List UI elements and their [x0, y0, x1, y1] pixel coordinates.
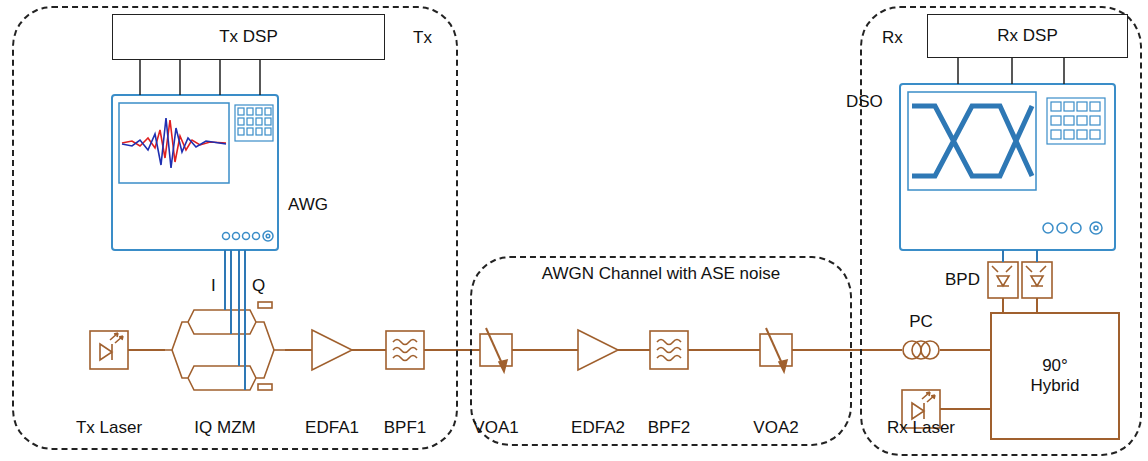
voa1-symbol	[480, 328, 512, 372]
optical-fiber	[688, 349, 760, 351]
optical-fiber	[352, 349, 386, 351]
awg-instrument	[112, 95, 278, 250]
iq-mzm-symbol	[165, 302, 285, 390]
box-label: 90° Hybrid	[1019, 356, 1091, 396]
optical-fiber	[1003, 298, 1037, 312]
component-label: BPD	[945, 270, 980, 290]
polarization-controller: PC	[902, 338, 940, 362]
attenuator: VOA1	[480, 334, 512, 366]
electrical-wire	[140, 60, 260, 95]
optical-fiber	[940, 349, 990, 351]
oscilloscope: DSO	[900, 84, 1115, 250]
electrical-wire	[1003, 250, 1037, 262]
edfa1-symbol	[312, 330, 352, 370]
edfa2-symbol	[578, 330, 618, 370]
component-label: VOA1	[473, 418, 518, 438]
optical-hybrid: 90° Hybrid	[990, 312, 1120, 440]
bpf2-symbol	[650, 331, 688, 369]
component-label: EDFA2	[571, 418, 625, 438]
photodetector: BPD	[988, 262, 1052, 298]
optical-components	[90, 262, 1052, 428]
component-label: Rx Laser	[887, 418, 955, 438]
optical-fiber	[940, 408, 990, 410]
component-label: Tx Laser	[76, 418, 142, 438]
iq-modulator: IQ MZM	[165, 300, 285, 400]
signal-name: Q	[252, 276, 265, 296]
tx-laser-symbol	[90, 331, 128, 369]
component-label: AWG	[288, 195, 328, 215]
dsp-box: Tx DSP	[112, 14, 385, 60]
bandpass-filter: BPF1	[386, 331, 424, 369]
electrical-wire	[958, 58, 1064, 84]
component-label: VOA2	[753, 418, 798, 438]
component-label: EDFA1	[305, 418, 359, 438]
component-label: BPF1	[384, 418, 427, 438]
optical-fiber	[618, 349, 650, 351]
bandpass-filter: BPF2	[650, 331, 688, 369]
polarization-controller-symbol	[903, 341, 939, 359]
amplifier: EDFA1	[312, 330, 352, 370]
awg-instrument: AWG	[112, 95, 278, 250]
rx-group: Rx Rx DSP DSO BPD PC 90° Hybrid Rx Laser	[860, 6, 1142, 456]
bpf1-symbol	[386, 331, 424, 369]
component-label: DSO	[846, 92, 883, 112]
signal-name: I	[211, 276, 216, 296]
optical-fiber	[792, 349, 902, 351]
tx-group: TxTx DSPAWGTx LaserIQ MZMEDFA1BPF1	[12, 6, 458, 450]
box-label: Rx DSP	[997, 26, 1057, 46]
electrical-wire	[225, 250, 245, 390]
channel-group: AWGN Channel with ASE noiseVOA1EDFA2BPF2…	[470, 256, 852, 446]
attenuator: VOA2	[760, 334, 792, 366]
voa2-symbol	[760, 328, 792, 372]
component-label: PC	[909, 312, 933, 332]
photodiode-symbols	[988, 262, 1052, 298]
component-label: IQ MZM	[194, 418, 255, 438]
dso-instrument	[900, 84, 1115, 250]
dsp-box: Rx DSP	[927, 14, 1128, 58]
optical-fiber	[512, 349, 578, 351]
component-label: BPF2	[648, 418, 691, 438]
amplifier: EDFA2	[578, 330, 618, 370]
optical-fiber	[128, 349, 165, 351]
component-label: AWGN Channel with ASE noise	[542, 264, 780, 284]
component-label: Tx	[413, 28, 432, 48]
component-label: Rx	[882, 28, 903, 48]
box-label: Tx DSP	[219, 27, 278, 47]
laser: Rx Laser	[902, 390, 940, 428]
laser: Tx Laser	[90, 331, 128, 369]
optical-fiber	[285, 349, 312, 351]
